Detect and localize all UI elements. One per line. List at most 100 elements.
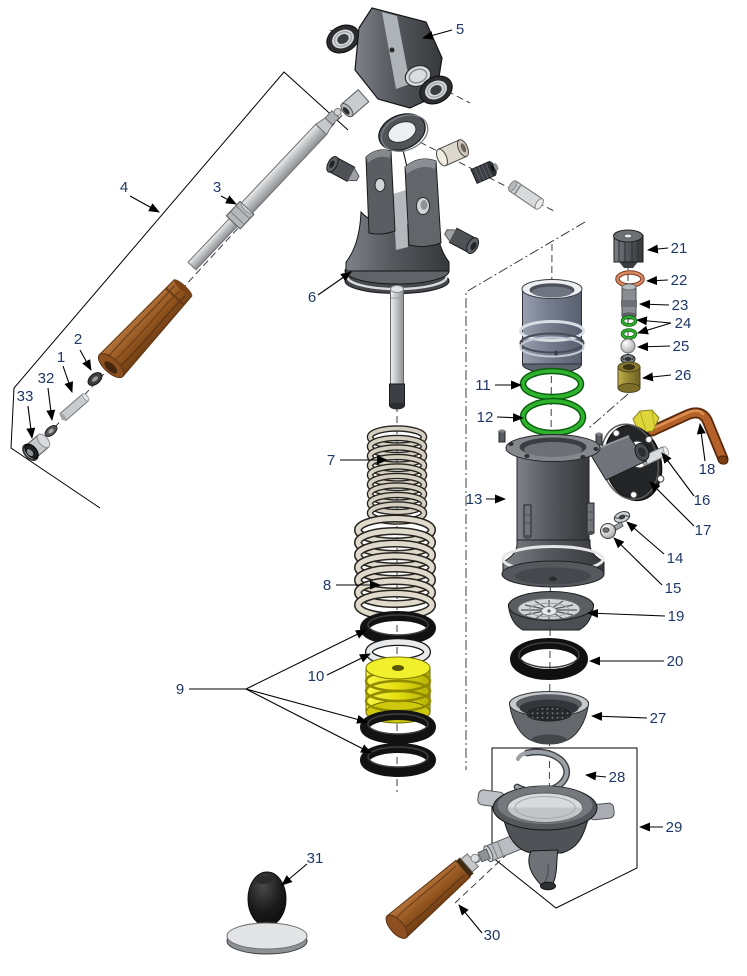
callout-8-label: 8 (323, 577, 331, 594)
leader-27 (591, 711, 648, 721)
callout-10-label: 10 (308, 668, 325, 685)
callout-4-label: 4 (120, 179, 128, 196)
callout-30-label: 30 (484, 927, 501, 944)
leader-1 (62, 365, 73, 393)
leader-6 (317, 271, 352, 296)
leader-9c (245, 688, 372, 754)
piston-seal-ring-top (360, 611, 436, 645)
valve-oring-small-2 (620, 328, 638, 340)
copper-pipe (646, 407, 729, 465)
callout-5-label: 5 (456, 21, 464, 38)
callout-26-label: 26 (675, 367, 692, 384)
lever-handle (97, 278, 193, 379)
shower-screen (508, 591, 594, 631)
leader-23 (639, 299, 670, 309)
spring-lower (354, 514, 436, 621)
valve-seat-brass (617, 361, 641, 393)
leader-22 (646, 276, 669, 286)
callout-13-label: 13 (466, 491, 483, 508)
spring-upper (366, 425, 428, 525)
boundary-lever-assembly (10, 71, 349, 509)
callout-labels: 1 2 3 4 5 6 7 8 9 10 11 12 13 14 15 16 1… (17, 21, 716, 944)
leader-14 (626, 521, 665, 555)
callout-17-label: 17 (695, 522, 712, 539)
callout-18-label: 18 (699, 461, 716, 478)
callout-1-label: 1 (57, 349, 65, 366)
piston-seal-ring-mid (360, 710, 436, 744)
dome-screw (600, 521, 624, 539)
filter-basket (509, 691, 589, 745)
leader-19 (587, 608, 666, 618)
cylinder-sleeve (519, 279, 585, 374)
leader-9b (245, 688, 368, 724)
callout-16-label: 16 (694, 492, 711, 509)
callout-33-label: 33 (17, 388, 34, 405)
callout-25-label: 25 (673, 338, 690, 355)
leader-4 (129, 195, 160, 213)
leader-10 (326, 653, 371, 676)
leader-32 (46, 387, 56, 421)
leader-18 (696, 423, 706, 462)
shoulder-screw-left (326, 156, 360, 182)
callout-24-label: 24 (675, 315, 692, 332)
leader-12 (496, 413, 524, 423)
group-cap-bell (344, 149, 450, 294)
leader-16 (661, 452, 695, 497)
callout-28-label: 28 (609, 769, 626, 786)
handle-washer-2 (87, 372, 103, 386)
handle-washer-32 (44, 425, 58, 437)
oring-green-large-1 (519, 367, 585, 401)
leader-24b (637, 322, 672, 335)
lever-rod (187, 107, 342, 271)
callout-31-label: 31 (307, 850, 324, 867)
callout-3-label: 3 (213, 179, 221, 196)
callout-9-label: 9 (176, 681, 184, 698)
boundary-portafilter-box (491, 747, 638, 909)
valve-oring-small-1 (620, 315, 638, 327)
leader-9a (245, 629, 367, 690)
callout-15-label: 15 (665, 580, 682, 597)
callout-11-label: 11 (475, 377, 491, 394)
ball-bearing-left (326, 24, 360, 54)
shoulder-screw-right (444, 227, 480, 254)
leader-24a (636, 316, 672, 326)
leader-3 (220, 195, 237, 205)
callout-14-label: 14 (667, 550, 684, 567)
callout-6-label: 6 (308, 289, 316, 306)
callout-21-label: 21 (671, 240, 688, 257)
link-ring (378, 113, 429, 152)
boundary-group-dashdot (465, 221, 586, 770)
valve-cap-nut (613, 229, 644, 268)
link-to-ear-line (402, 149, 408, 168)
valve-ball (620, 338, 636, 354)
roller-bushing (435, 139, 469, 167)
oring-green-large-2 (519, 397, 587, 437)
clevis-pin (508, 180, 544, 210)
handle-pin-1 (59, 393, 90, 422)
callout-23-label: 23 (672, 297, 689, 314)
callout-12-label: 12 (477, 409, 494, 426)
callout-29-label: 29 (666, 819, 683, 836)
centerline-valve-to-group (588, 393, 629, 429)
leader-5 (422, 29, 453, 40)
tamper (226, 871, 308, 955)
portafilter-body (477, 785, 615, 891)
leader-30 (458, 904, 483, 934)
piston-rod (389, 285, 405, 410)
leader-2 (79, 349, 92, 371)
group-gasket (510, 638, 588, 680)
callout-2-label: 2 (74, 331, 82, 348)
leader-lines (26, 29, 706, 934)
callout-32-label: 32 (38, 370, 55, 387)
valve-stem (621, 283, 637, 320)
leader-25 (637, 342, 671, 352)
callout-22-label: 22 (671, 272, 688, 289)
portafilter-handle (385, 853, 480, 939)
callout-27-label: 27 (650, 710, 667, 727)
leader-33 (26, 405, 36, 439)
clevis-fork (340, 7, 443, 118)
group-body (498, 429, 650, 588)
leader-28 (585, 771, 607, 781)
leader-21 (647, 244, 669, 254)
